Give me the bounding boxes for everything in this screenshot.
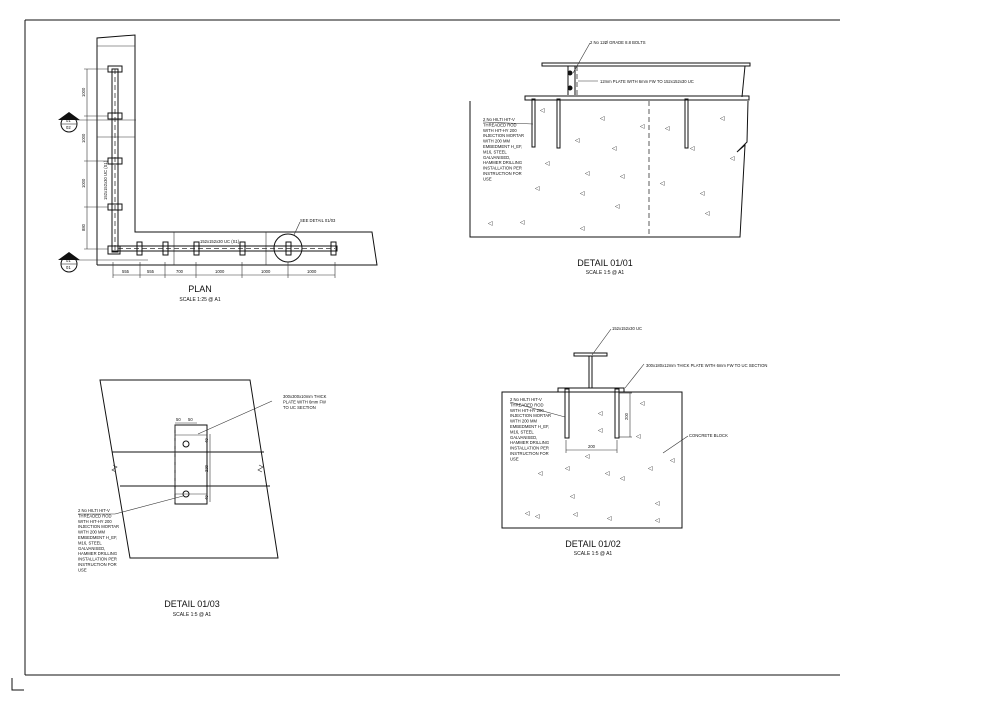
svg-text:◁: ◁ — [488, 220, 493, 227]
detail-01-01-scale: SCALE 1:5 @ A1 — [586, 270, 625, 276]
svg-text:◁: ◁ — [730, 155, 735, 162]
marker-text: 01 — [66, 258, 71, 263]
detail-01-01: 2 No 12Ø GRADE 8.8 BOLTS 12mm PLATE WITH… — [469, 40, 751, 276]
svg-text:◁: ◁ — [607, 515, 612, 522]
svg-text:◁: ◁ — [525, 510, 530, 517]
concrete-aggregate-hatch: ◁ ◁ ◁ ◁ ◁ ◁ ◁ ◁ ◁ ◁ ◁ ◁ ◁ ◁ ◁ ◁ ◁ ◁ ◁ ◁ ◁ — [488, 107, 735, 232]
svg-text:◁: ◁ — [598, 427, 603, 434]
dim-spacing: 200 — [588, 444, 596, 449]
svg-text:◁: ◁ — [690, 145, 695, 152]
baseplates-horizontal — [136, 241, 337, 256]
detail-01-02-title: DETAIL 01/02 — [565, 539, 621, 549]
dim-depth: 200 — [624, 412, 629, 420]
dim-label: 1000 — [81, 87, 86, 97]
plan-scale: SCALE 1:25 @ A1 — [179, 297, 220, 303]
plan-title: PLAN — [188, 284, 212, 294]
svg-text:◁: ◁ — [705, 210, 710, 217]
plan-view: SEE DETAIL 01/03 152x152x30 UC (S1) 152x… — [58, 34, 378, 303]
horizontal-dimensions: 555 555 700 1000 1000 1000 — [112, 262, 336, 278]
svg-text:◁: ◁ — [655, 517, 660, 524]
svg-text:◁: ◁ — [565, 465, 570, 472]
plate-note: 300x300x10mm THICK PLATE WITH 6mm FW TO … — [283, 394, 328, 410]
rod-note: 2 No HILTI HIT-V THREADED ROD WITH HIT-H… — [78, 508, 120, 572]
marker-text: 01 — [66, 118, 71, 123]
svg-text:◁: ◁ — [570, 493, 575, 500]
dim-label: 1000 — [261, 269, 271, 274]
svg-text:◁: ◁ — [636, 433, 641, 440]
svg-text:◁: ◁ — [535, 185, 540, 192]
rod-note: 2 No HILTI HIT-V THREADED ROD WITH HIT-H… — [510, 397, 552, 461]
svg-text:◁: ◁ — [535, 513, 540, 520]
section-marker-02: 01 02 — [58, 112, 136, 133]
plate-note: 300x180x12mm THICK PLATE WITH 6mm FW TO … — [646, 363, 767, 368]
dim-label: 1000 — [81, 178, 86, 188]
svg-text:◁: ◁ — [580, 225, 585, 232]
marker-text: 01 — [66, 265, 71, 270]
svg-text:◁: ◁ — [640, 400, 645, 407]
vertical-dimensions: 1000 1000 1000 880 — [81, 68, 108, 250]
detail-callout-circle — [273, 233, 303, 263]
member-note: 152x152x30 UC — [612, 326, 642, 331]
svg-text:◁: ◁ — [620, 475, 625, 482]
svg-text:◁: ◁ — [573, 511, 578, 518]
detail-01-01-title: DETAIL 01/01 — [577, 258, 633, 268]
dim-label: 1000 — [81, 133, 86, 143]
svg-text:◁: ◁ — [640, 123, 645, 130]
svg-text:◁: ◁ — [605, 470, 610, 477]
svg-text:◁: ◁ — [700, 190, 705, 197]
dim-edge-top: 40 — [204, 438, 209, 443]
detail-01-02: 152x152x30 UC 300x180x12mm THICK PLATE W… — [501, 326, 767, 557]
concrete-aggregate-hatch: ◁ ◁ ◁ ◁ ◁ ◁ ◁ ◁ ◁ ◁ ◁ ◁ ◁ ◁ ◁ ◁ ◁ ◁ — [525, 400, 675, 524]
svg-text:◁: ◁ — [670, 457, 675, 464]
dim-label: 50 — [188, 417, 193, 422]
dim-label: 1000 — [307, 269, 317, 274]
dim-label: 555 — [122, 269, 130, 274]
plate-note: 12mm PLATE WITH 6mm FW TO 152x152x30 UC — [600, 79, 694, 84]
member-label-horizontal: 152x152x30 UC (S1) — [200, 239, 240, 244]
dim-label: 555 — [147, 269, 155, 274]
svg-text:◁: ◁ — [538, 470, 543, 477]
sheet-border — [11, 19, 840, 691]
svg-text:◁: ◁ — [575, 137, 580, 144]
svg-text:◁: ◁ — [615, 203, 620, 210]
section-marker-01: 01 01 — [58, 252, 148, 273]
dim-label: 50 — [176, 417, 181, 422]
svg-text:◁: ◁ — [665, 125, 670, 132]
svg-text:◁: ◁ — [598, 410, 603, 417]
svg-text:◁: ◁ — [720, 115, 725, 122]
svg-text:◁: ◁ — [660, 180, 665, 187]
svg-text:◁: ◁ — [585, 170, 590, 177]
svg-text:◁: ◁ — [600, 115, 605, 122]
detail-01-03: 50 50 40 220 40 300x300x10mm THICK PLATE… — [78, 379, 328, 618]
svg-text:◁: ◁ — [540, 107, 545, 114]
svg-text:◁: ◁ — [612, 145, 617, 152]
detail-01-02-scale: SCALE 1:5 @ A1 — [574, 551, 613, 557]
dim-label: 700 — [176, 269, 184, 274]
svg-text:◁: ◁ — [545, 160, 550, 167]
dim-label: 1000 — [215, 269, 225, 274]
dim-span: 220 — [204, 464, 209, 472]
see-detail-label: SEE DETAIL 01/03 — [300, 218, 336, 223]
concrete-note: CONCRETE BLOCK — [689, 433, 728, 438]
dim-label: 880 — [81, 223, 86, 231]
svg-text:◁: ◁ — [585, 453, 590, 460]
dim-edge-bottom: 40 — [204, 495, 209, 500]
marker-text: 02 — [66, 125, 71, 130]
svg-text:◁: ◁ — [520, 219, 525, 226]
svg-text:◁: ◁ — [648, 465, 653, 472]
svg-text:◁: ◁ — [620, 173, 625, 180]
detail-01-03-scale: SCALE 1:5 @ A1 — [173, 612, 212, 618]
bolts-note: 2 No 12Ø GRADE 8.8 BOLTS — [590, 40, 646, 45]
detail-01-03-title: DETAIL 01/03 — [164, 599, 220, 609]
svg-text:◁: ◁ — [655, 500, 660, 507]
member-label-vertical: 152x152x30 UC (S1) — [103, 160, 108, 200]
rod-note: 2 No HILTI HIT-V THREADED ROD WITH HIT-H… — [483, 117, 525, 181]
svg-text:◁: ◁ — [580, 190, 585, 197]
